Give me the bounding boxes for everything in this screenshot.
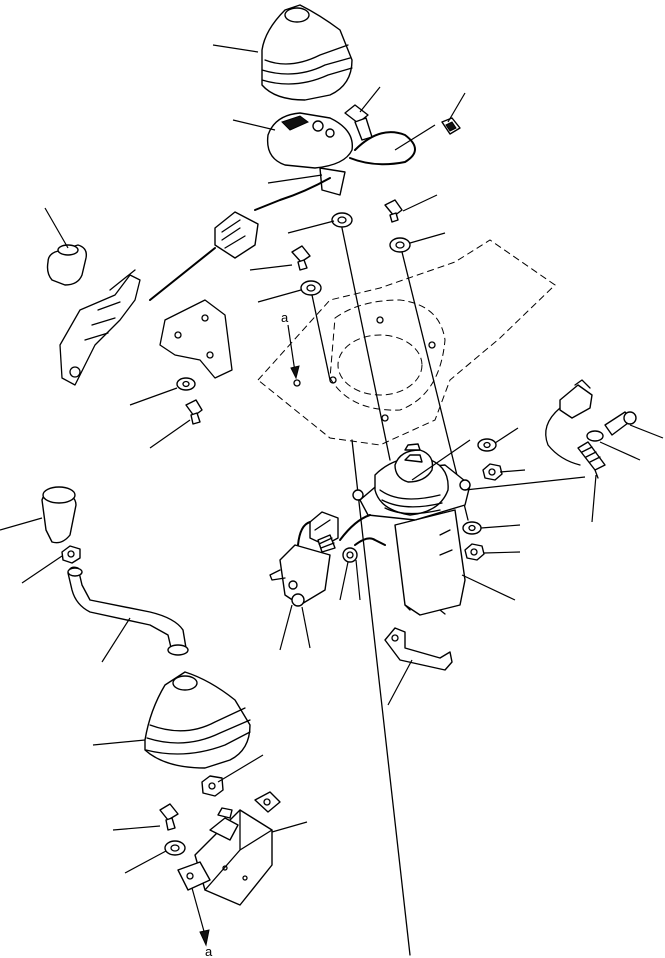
joystick-unit [352, 443, 471, 616]
top-right-bolt [441, 117, 461, 135]
lower-bracket [384, 627, 453, 671]
grip-knob [41, 486, 77, 544]
lower-boot-cover [144, 671, 251, 769]
knob-nut [61, 545, 81, 564]
alignment-line [341, 227, 391, 461]
valve-block [177, 791, 281, 906]
washer-1 [331, 212, 353, 228]
washer-5 [477, 438, 497, 452]
alignment-line [311, 294, 331, 381]
washer-6 [462, 521, 482, 535]
cable-loop [349, 131, 416, 166]
reference-label: a [205, 944, 213, 958]
spring-clip [577, 441, 606, 479]
left-cap [46, 244, 88, 286]
control-lever [67, 566, 189, 656]
washer-2 [389, 237, 411, 253]
nut-2 [464, 543, 485, 561]
mounting-plate [257, 239, 556, 446]
lever-bracket-assembly [59, 269, 233, 386]
right-bolt [586, 411, 637, 442]
washer-4 [176, 377, 196, 391]
reference-arrow-top: a [281, 310, 300, 380]
lower-bolt [159, 803, 179, 831]
switch-subassembly [269, 511, 386, 607]
alignment-line [351, 439, 411, 956]
reference-arrow-bottom: a [191, 887, 213, 958]
bolt-1 [384, 199, 403, 223]
lower-nut [201, 775, 224, 797]
lower-washer [164, 840, 186, 856]
switch-housing [266, 112, 354, 196]
nut-1 [482, 463, 503, 481]
reference-label: a [281, 310, 289, 325]
bolt-2 [291, 245, 311, 271]
top-boot-cover [261, 4, 353, 101]
bolt-3 [185, 399, 203, 425]
main-connector [149, 177, 331, 301]
leader-lines [0, 44, 664, 874]
right-connector [545, 379, 593, 466]
washer-3 [300, 280, 322, 296]
